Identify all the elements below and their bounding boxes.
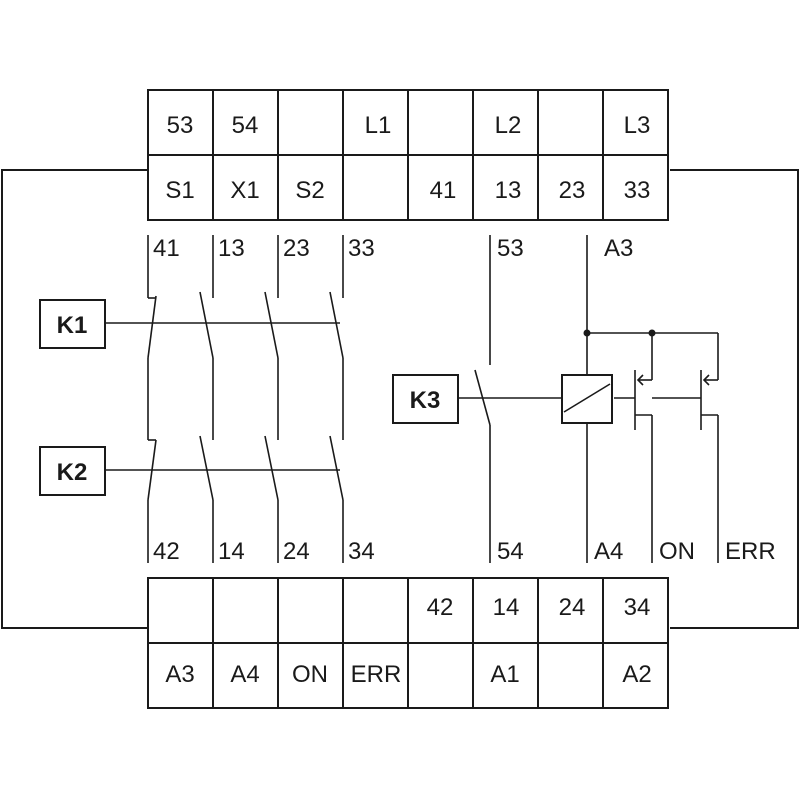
terminal-label: L3 [624,112,651,139]
outer-wiring [1,169,799,629]
relay-k2: K2 [39,446,106,496]
terminal-label: 13 [495,177,522,204]
contact-label: 13 [218,235,245,262]
coil-label: A4 [594,538,623,565]
k3-contact [458,235,562,563]
bottom-terminal-block: 42 14 24 34 A3 A4 ON ERR A1 A2 [147,577,669,709]
terminal-label: 23 [559,177,586,204]
terminal-label: S2 [295,177,324,204]
terminal-label: S1 [165,177,194,204]
contact-label: 41 [153,235,180,262]
terminal-label: A1 [490,661,519,688]
terminal-label: 24 [559,594,586,621]
terminal-label: A2 [622,661,651,688]
terminal-label: A3 [165,661,194,688]
relay-k3: K3 [392,374,459,424]
terminal-label: 33 [624,177,651,204]
relay-k3-label: K3 [410,387,441,414]
terminal-label: A4 [230,661,259,688]
contact-label: 23 [283,235,310,262]
terminal-label: ERR [351,661,402,688]
output-label: ON [659,538,695,565]
k1-k2-contacts [105,235,344,563]
top-terminal-block: 53 54 L1 L2 L3 S1 X1 S2 41 13 23 33 [147,89,669,221]
relay-k2-label: K2 [57,459,88,486]
terminal-label: 14 [493,594,520,621]
terminal-label: L1 [365,112,392,139]
relay-k1-label: K1 [57,312,88,339]
terminal-label: X1 [230,177,259,204]
terminal-label: 42 [427,594,454,621]
terminal-label: ON [292,661,328,688]
contact-label: 34 [348,538,375,565]
relay-k1: K1 [39,299,106,349]
contact-label: 42 [153,538,180,565]
terminal-label: 34 [624,594,651,621]
output-label: ERR [725,538,776,565]
terminal-label: 54 [232,112,259,139]
coil-label: A3 [604,235,633,262]
contact-label: 14 [218,538,245,565]
contact-label: 33 [348,235,375,262]
terminal-label: 41 [430,177,457,204]
coil-circuit [561,235,719,563]
contact-label: 24 [283,538,310,565]
contact-label: 53 [497,235,524,262]
contact-label: 54 [497,538,524,565]
terminal-label: L2 [495,112,522,139]
terminal-label: 53 [167,112,194,139]
